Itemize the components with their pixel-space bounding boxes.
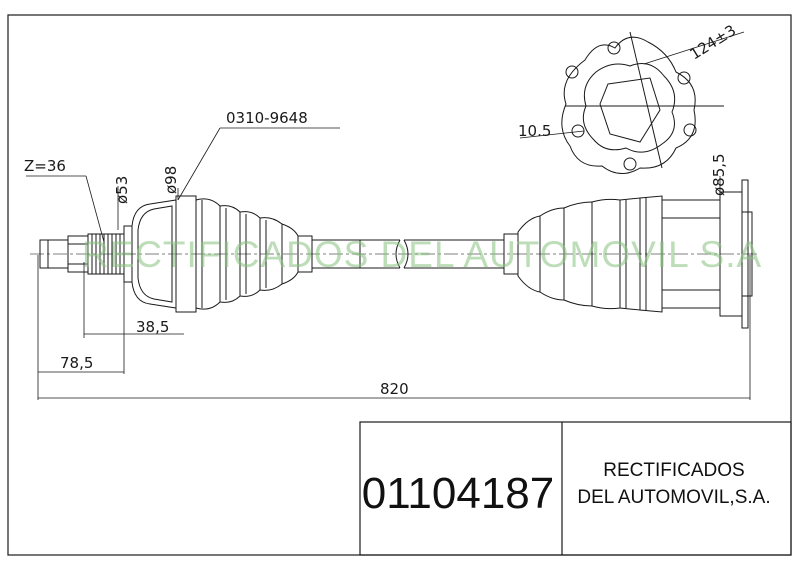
watermark: RECTIFICADOS DEL AUTOMOVIL S.A	[82, 234, 762, 275]
flange-dimension-label: 124±3	[687, 21, 740, 63]
intermediate-shaft	[312, 239, 504, 269]
company-name-line1: RECTIFICADOS	[603, 460, 744, 481]
outer-cv-joint	[503, 179, 753, 329]
dimension-lines	[26, 127, 751, 400]
dimension-38-5: 38,5	[136, 318, 169, 336]
title-block: 01104187 RECTIFICADOS DEL AUTOMOVIL,S.A.	[359, 421, 792, 556]
reference-code: 0310-9648	[226, 109, 308, 127]
spline-stub	[39, 225, 133, 283]
inner-diameter-label: ø53	[113, 176, 131, 204]
inner-cv-joint	[131, 195, 313, 313]
part-number: 01104187	[362, 469, 555, 518]
dimension-78-5: 78,5	[60, 354, 93, 372]
company-name-line2: DEL AUTOMOVIL,S.A.	[577, 487, 770, 508]
total-length-label: 820	[380, 380, 409, 398]
spline-count-label: Z=36	[24, 157, 66, 175]
bolt-hole-dimension-label: 10.5	[518, 122, 551, 140]
flange-end-view	[519, 31, 745, 174]
outer-diameter-label: ø85,5	[710, 153, 728, 196]
boot-diameter-label: ø98	[162, 166, 180, 194]
